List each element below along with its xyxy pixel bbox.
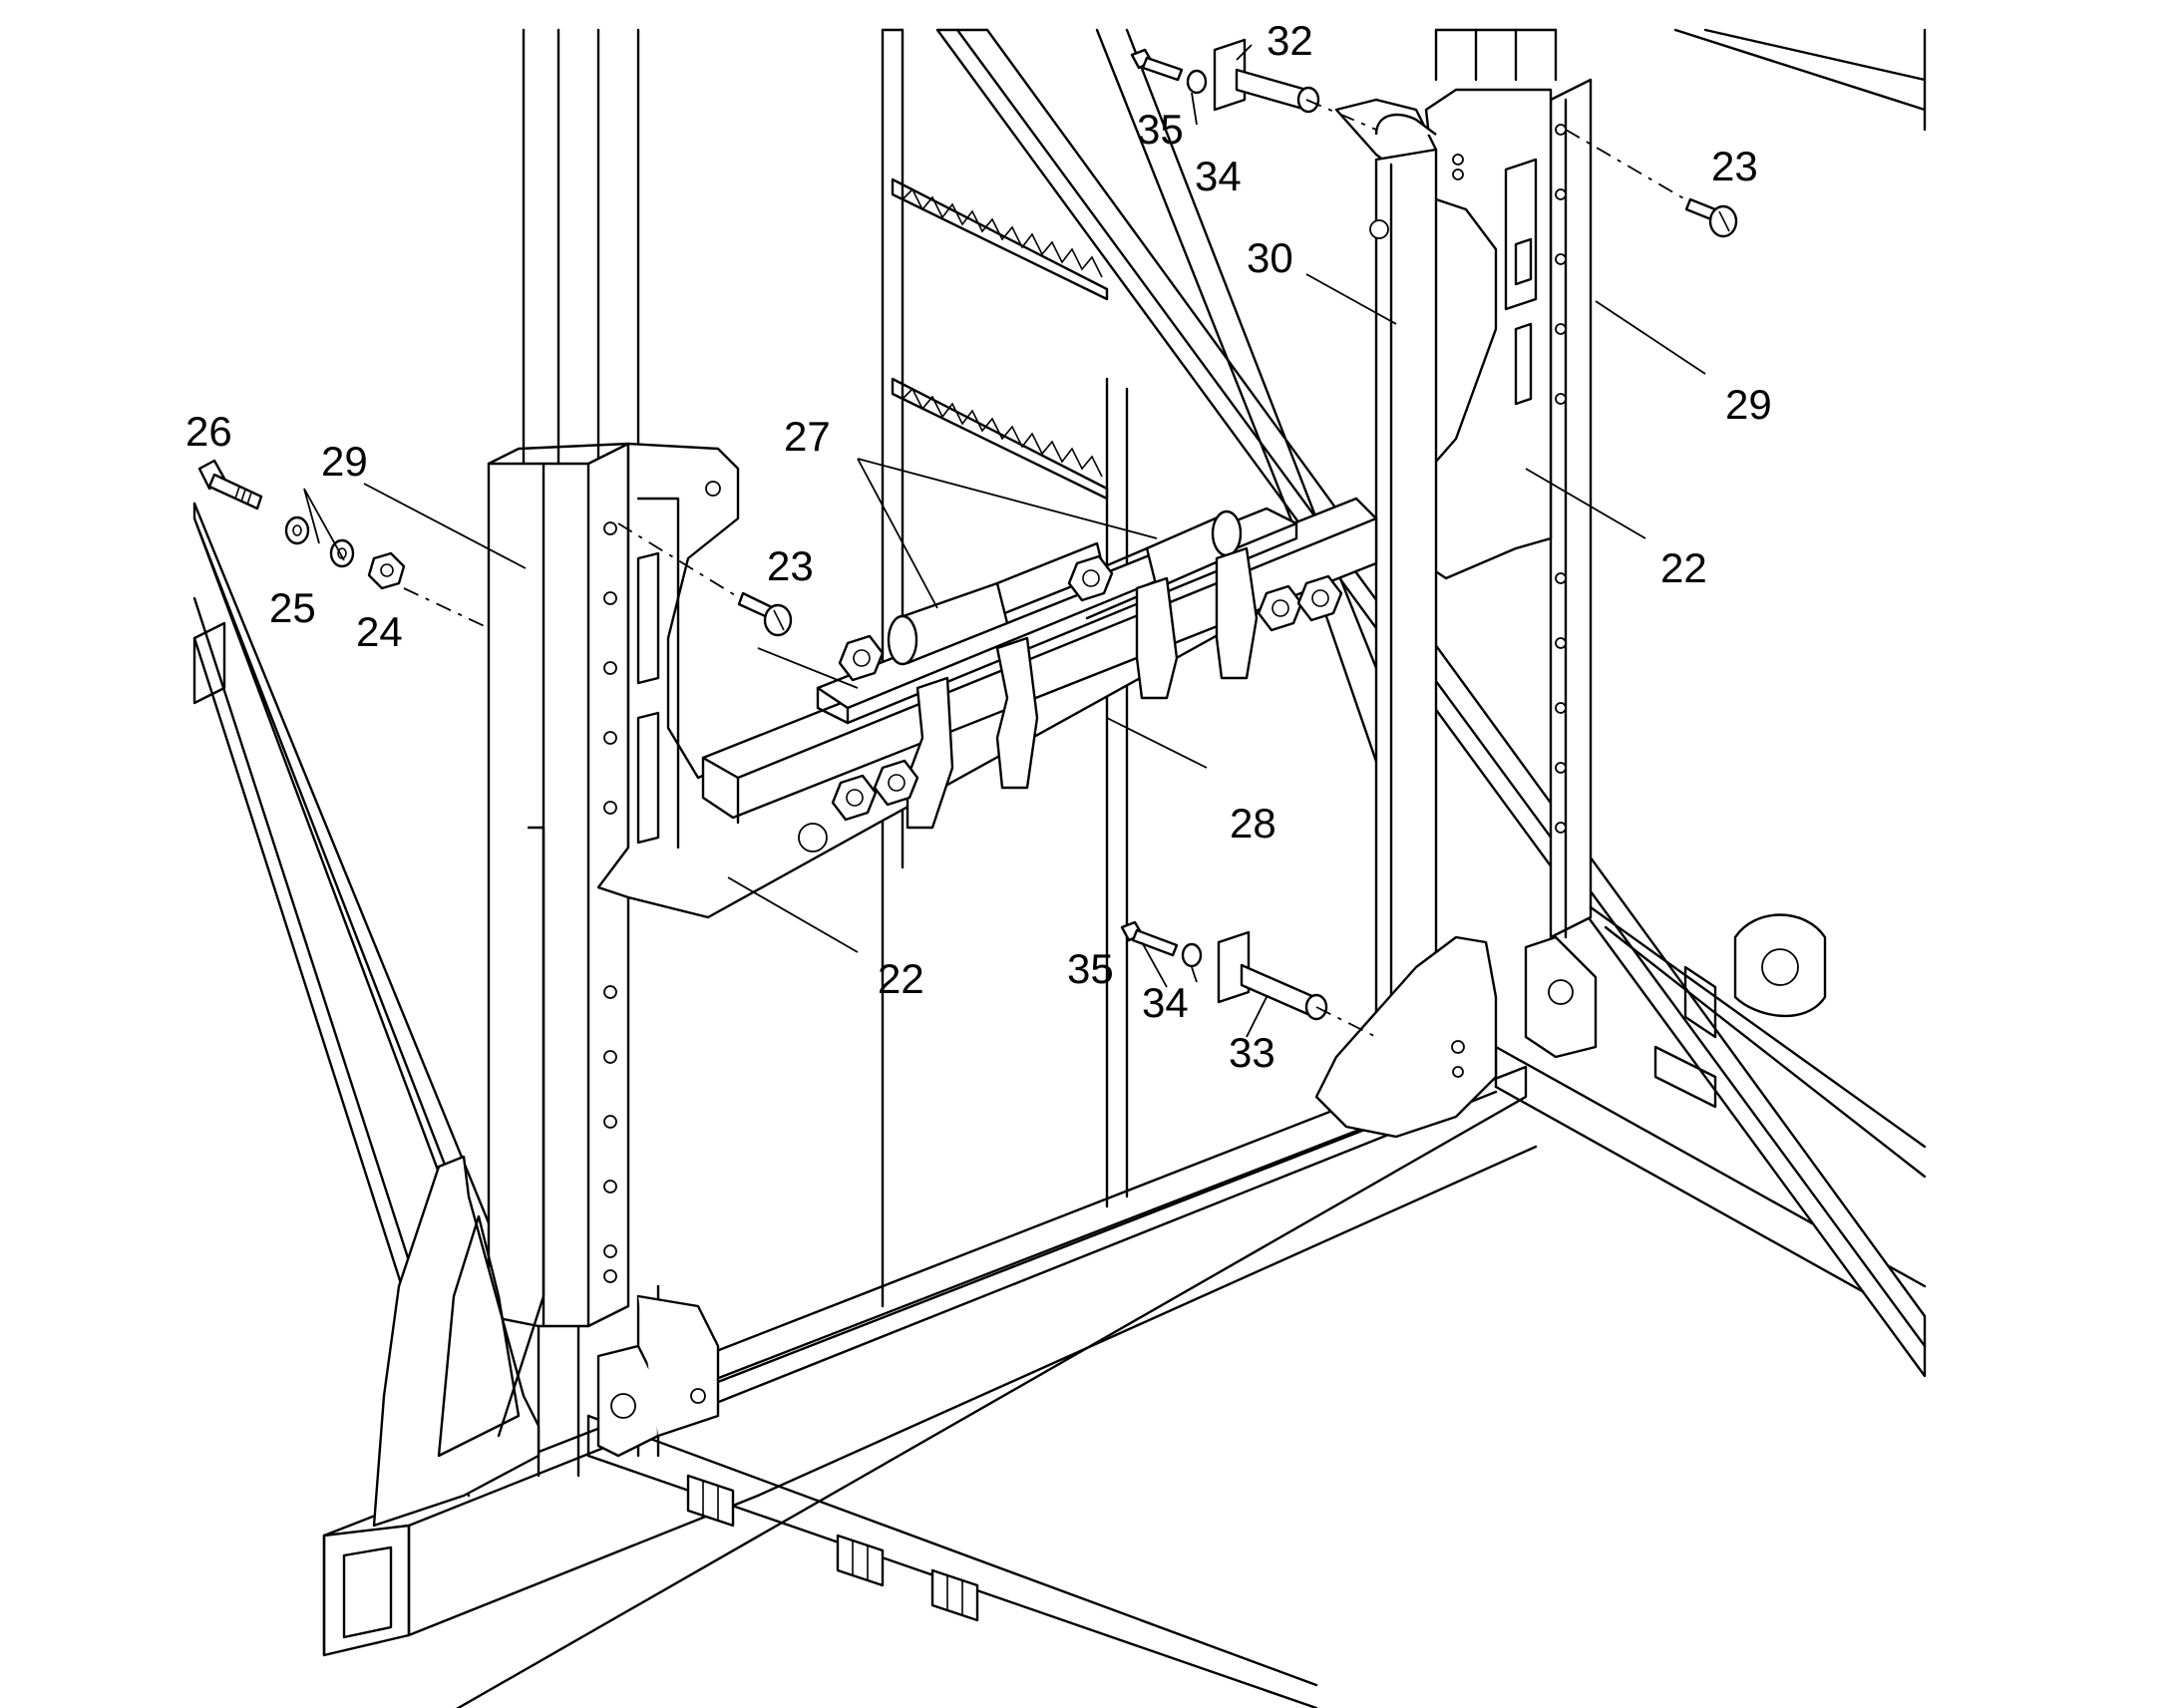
screw-23-mid xyxy=(737,591,793,637)
cylinder-27-left xyxy=(887,541,1109,666)
callout-32: 32 xyxy=(1267,17,1313,64)
top-right-frame-tube xyxy=(1673,28,1927,132)
hex-nut-b xyxy=(873,759,919,807)
bolt-35-top xyxy=(1130,48,1184,82)
left-sleeve-holes xyxy=(603,521,617,1283)
axis-line-23-mid xyxy=(617,522,741,599)
axis-line-26 xyxy=(403,587,490,629)
lifting-hitch-30 xyxy=(1334,98,1438,1099)
callout-34-top: 34 xyxy=(1195,153,1242,199)
nut-24 xyxy=(367,551,406,590)
rack-bar-lower xyxy=(891,377,1109,501)
callout-33: 33 xyxy=(1229,1029,1275,1076)
axis-line-33 xyxy=(1315,1006,1377,1038)
left-gusset xyxy=(372,826,545,1528)
bolt-26 xyxy=(197,459,263,511)
right-sleeve-29 xyxy=(1549,78,1593,939)
left-upright-column xyxy=(522,28,660,1478)
right-upright-column xyxy=(1434,28,1558,82)
axis-line-32 xyxy=(1305,99,1377,131)
clamp-3 xyxy=(1135,576,1179,700)
screw-23-top xyxy=(1684,197,1738,238)
callout-23-top: 23 xyxy=(1711,143,1758,189)
callout-26: 26 xyxy=(185,408,232,455)
clamp-2 xyxy=(995,636,1039,790)
right-back-rail xyxy=(1589,905,1927,1179)
leader-lines xyxy=(303,44,1706,1038)
rail-clip-2 xyxy=(836,1534,885,1587)
callout-22-left: 22 xyxy=(878,955,924,1002)
callout-35-bottom: 35 xyxy=(1067,945,1114,992)
hex-nut-e xyxy=(1257,584,1303,632)
rail-clip-1 xyxy=(686,1474,735,1528)
callout-29-right: 29 xyxy=(1725,381,1772,428)
clamp-1 xyxy=(906,676,954,830)
washer-34-bottom xyxy=(1181,942,1203,968)
left-base-lug xyxy=(596,1294,720,1458)
axis-line-23-top xyxy=(1565,129,1686,200)
callout-22-right: 22 xyxy=(1660,544,1707,591)
hex-nut-d xyxy=(1067,554,1114,602)
callout-34-bottom: 34 xyxy=(1142,979,1189,1026)
callout-28: 28 xyxy=(1230,800,1276,847)
hex-nut-f xyxy=(1296,574,1343,622)
callout-25: 25 xyxy=(269,584,316,631)
hex-nut-a xyxy=(831,774,878,822)
right-lifting-eye xyxy=(1733,913,1827,1018)
washer-25-a xyxy=(284,515,310,545)
hex-nut-c xyxy=(838,634,885,682)
pin-33 xyxy=(1217,930,1328,1021)
callout-35-top: 35 xyxy=(1137,106,1184,153)
bolt-35-bottom xyxy=(1120,920,1179,957)
callout-27: 27 xyxy=(784,413,831,460)
cylinder-27-right xyxy=(1075,510,1243,620)
washer-34-top xyxy=(1186,69,1208,95)
pin-32 xyxy=(1213,38,1320,114)
callout-23-mid: 23 xyxy=(767,542,814,589)
callout-29-left: 29 xyxy=(321,438,368,485)
clamp-4 xyxy=(1215,546,1259,680)
right-sleeve-holes xyxy=(1555,124,1567,834)
callout-24: 24 xyxy=(356,608,403,655)
right-gusset xyxy=(1314,935,1598,1139)
rack-bar-upper xyxy=(891,177,1109,301)
rail-clip-3 xyxy=(930,1568,979,1622)
callout-30: 30 xyxy=(1247,234,1293,281)
